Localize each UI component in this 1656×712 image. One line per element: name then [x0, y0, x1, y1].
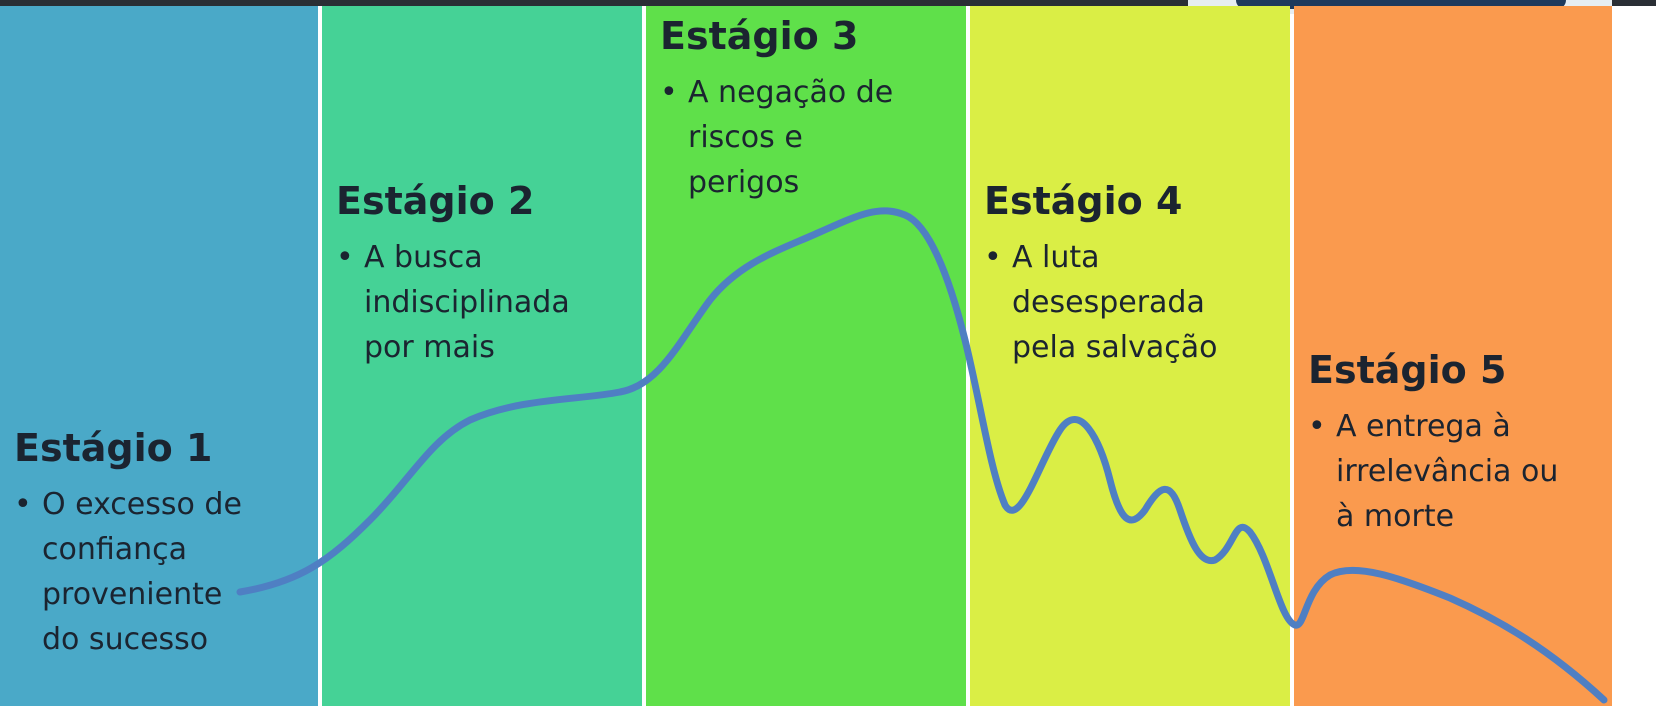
stage-2-content: Estágio 2 • A busca indisciplinada por m… [336, 177, 634, 370]
stage-3-content: Estágio 3 • A negação de riscos e perigo… [660, 12, 958, 205]
bullet-dot-icon: • [984, 240, 1002, 275]
stage-5-bullet-text: A entrega à irrelevância ou à morte [1336, 409, 1559, 534]
bullet-dot-icon: • [14, 487, 32, 522]
bullet-dot-icon: • [1308, 409, 1326, 444]
bullet-dot-icon: • [660, 75, 678, 110]
stage-2-panel: Estágio 2 • A busca indisciplinada por m… [322, 6, 642, 706]
stage-1-panel: Estágio 1 • O excesso de confiança prove… [0, 6, 318, 706]
stage-3-panel: Estágio 3 • A negação de riscos e perigo… [646, 6, 966, 706]
stage-4-title: Estágio 4 [984, 179, 1183, 223]
stage-3-bullet-text: A negação de riscos e perigos [688, 75, 894, 200]
top-edge-strip [0, 0, 1656, 6]
stage-3-title: Estágio 3 [660, 14, 859, 58]
stage-1-title: Estágio 1 [14, 426, 213, 470]
stage-4-panel: Estágio 4 • A luta desesperada pela salv… [970, 6, 1290, 706]
stage-4-content: Estágio 4 • A luta desesperada pela salv… [984, 177, 1282, 370]
stage-5-title: Estágio 5 [1308, 348, 1507, 392]
stage-2-bullet-text: A busca indisciplinada por mais [364, 240, 570, 365]
stage-5-bullet: • A entrega à irrelevância ou à morte [1308, 404, 1604, 539]
bullet-dot-icon: • [336, 240, 354, 275]
stage-5-panel: Estágio 5 • A entrega à irrelevância ou … [1294, 6, 1612, 706]
stage-1-bullet-text: O excesso de confiança proveniente do su… [42, 487, 242, 657]
stage-4-bullet-text: A luta desesperada pela salvação [1012, 240, 1218, 365]
stage-1-bullet: • O excesso de confiança proveniente do … [14, 482, 310, 662]
stage-1-content: Estágio 1 • O excesso de confiança prove… [14, 424, 310, 662]
stage-2-bullet: • A busca indisciplinada por mais [336, 235, 634, 370]
stage-4-bullet: • A luta desesperada pela salvação [984, 235, 1282, 370]
stage-5-content: Estágio 5 • A entrega à irrelevância ou … [1308, 346, 1604, 539]
webcam-feed [1236, 0, 1566, 9]
stage-3-bullet: • A negação de riscos e perigos [660, 70, 958, 205]
stage-2-title: Estágio 2 [336, 179, 535, 223]
